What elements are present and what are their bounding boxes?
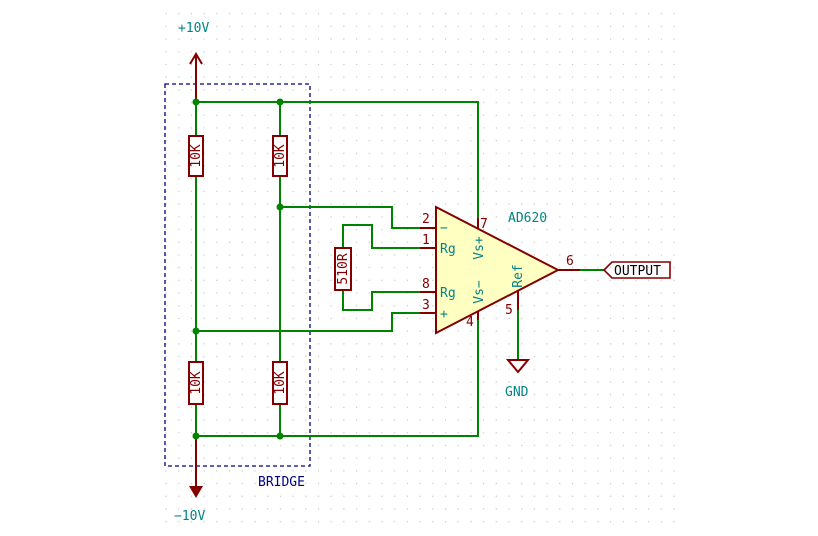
svg-text:510R: 510R bbox=[336, 253, 351, 284]
pin-number-7: 7 bbox=[480, 217, 488, 232]
pin-number-6: 6 bbox=[566, 254, 574, 269]
rg-top-label: Rg bbox=[440, 242, 456, 257]
amplifier-body bbox=[435, 205, 561, 335]
bridge-label: BRIDGE bbox=[258, 475, 305, 490]
pin-number-4: 4 bbox=[466, 315, 474, 330]
vs-minus-label: Vs− bbox=[472, 280, 487, 304]
pin-number-5: 5 bbox=[505, 303, 513, 318]
output-label-shape bbox=[602, 261, 671, 279]
resistor-r3: 10K bbox=[188, 361, 204, 405]
ground-label: GND bbox=[505, 385, 529, 400]
pin-number-8: 8 bbox=[422, 277, 430, 292]
ref-label: Ref bbox=[511, 264, 526, 287]
junctions bbox=[192, 98, 284, 440]
minus-10v-label: −10V bbox=[174, 509, 205, 524]
svg-text:10K: 10K bbox=[189, 144, 204, 168]
svg-text:10K: 10K bbox=[189, 371, 204, 395]
resistor-r2: 10K bbox=[272, 135, 288, 177]
ground-symbol bbox=[505, 359, 531, 374]
pin-number-1: 1 bbox=[422, 233, 430, 248]
pin-number-2: 2 bbox=[422, 212, 430, 227]
svg-text:10K: 10K bbox=[273, 371, 288, 395]
bridge-box bbox=[164, 83, 311, 467]
grid-background bbox=[160, 12, 680, 524]
rg-bottom-label: Rg bbox=[440, 286, 456, 301]
output-label: OUTPUT bbox=[614, 264, 661, 279]
resistor-r1: 10K bbox=[188, 135, 204, 177]
svg-text:10K: 10K bbox=[273, 144, 288, 168]
pin-number-3: 3 bbox=[422, 298, 430, 313]
plus-10v-symbol bbox=[189, 52, 203, 102]
amplifier-name: AD620 bbox=[508, 211, 547, 226]
vs-plus-label: Vs+ bbox=[472, 236, 487, 260]
plus-input-label: + bbox=[440, 307, 448, 322]
minus-10v-symbol bbox=[189, 436, 203, 498]
resistor-r4: 10K bbox=[272, 361, 288, 405]
gain-resistor: 510R bbox=[334, 247, 352, 291]
plus-10v-label: +10V bbox=[178, 21, 209, 36]
minus-input-label: − bbox=[440, 221, 448, 236]
